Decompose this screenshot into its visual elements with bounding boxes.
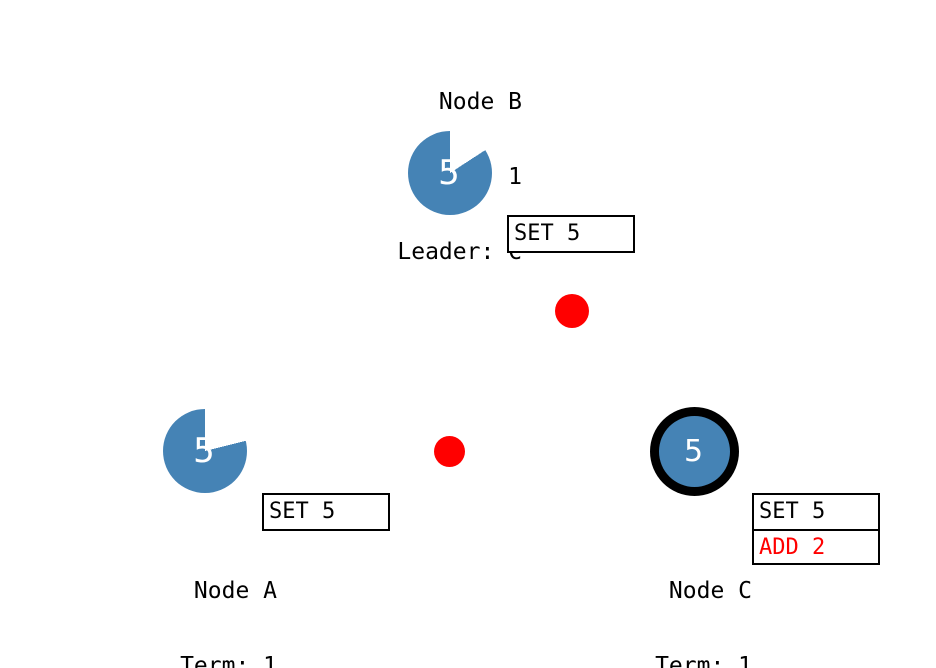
node-b-circle[interactable]: 5 [408, 131, 492, 215]
node-a-log: SET 5 [262, 493, 390, 531]
node-c-name: Node C [668, 578, 752, 604]
node-b-disc [408, 131, 492, 215]
node-c-disc [659, 416, 730, 487]
node-b-leader: Leader: C [397, 239, 522, 265]
log-entry: SET 5 [514, 221, 581, 246]
log-entry: SET 5 [269, 499, 336, 524]
log-entry: SET 5 [759, 499, 826, 524]
node-c-circle[interactable]: 5 [659, 416, 730, 487]
node-c-log: SET 5 ADD 2 [752, 493, 880, 565]
node-b-value: 5 [438, 153, 460, 193]
node-c-value: 5 [683, 433, 704, 469]
node-a-label: Node A Term: 1 Leader: C [85, 529, 277, 668]
node-a-term: Term: 1 [180, 653, 277, 668]
node-c-label: Node C Term: 1 [560, 529, 752, 668]
node-a-circle[interactable]: 5 [163, 409, 247, 493]
node-c-term: Term: 1 [655, 653, 752, 668]
node-a-value: 5 [193, 431, 215, 471]
message-dot [433, 435, 465, 467]
node-b-log: SET 5 [507, 215, 635, 253]
message-dot [555, 294, 589, 328]
node-a-disc [163, 409, 247, 493]
log-entry: ADD 2 [754, 529, 878, 563]
node-b-name: Node B [438, 89, 522, 115]
node-a-name: Node A [193, 578, 277, 604]
